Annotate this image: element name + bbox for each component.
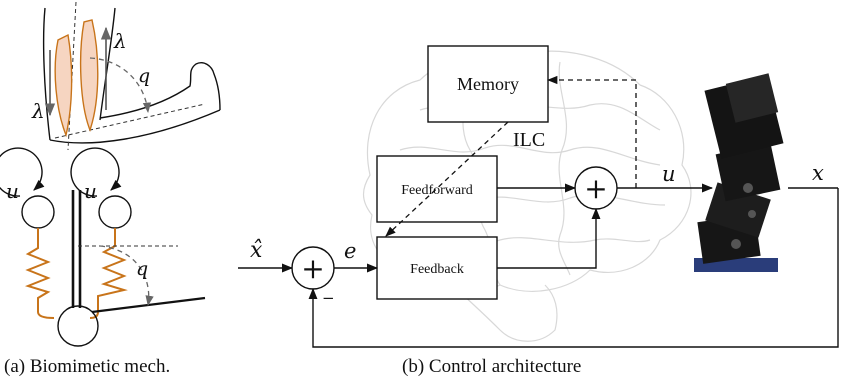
arm-angle-label: q: [138, 65, 150, 87]
control-diagram: Memory Feedforward Feedback + − + x̂ e u…: [238, 45, 839, 348]
upper-arm-axis: [67, 1, 77, 151]
feedback-label: Feedback: [410, 262, 464, 277]
upper-arm-back-outline: [42, 7, 51, 141]
minus-sign: −: [322, 289, 335, 307]
mech-angle-arc: [99, 245, 154, 307]
caption-a: (a) Biomimetic mech.: [4, 356, 170, 377]
error-sum-symbol: +: [301, 252, 324, 285]
biceps-muscle: [79, 19, 99, 133]
hand-outline: [99, 62, 221, 119]
right-spring: [89, 228, 128, 319]
error-label: e: [344, 239, 356, 263]
upper-arm-front-outline: [99, 7, 116, 121]
caption-b: (b) Control architecture: [402, 356, 581, 377]
arm-illustration: λ λ q: [31, 1, 221, 151]
left-spring: [24, 228, 55, 319]
ilc-label: ILC: [513, 129, 545, 151]
forearm-axis: [54, 103, 206, 139]
left-input-label: u: [6, 179, 19, 203]
left-pulley-rotation-arrow: [0, 147, 45, 197]
ilc-arrow: [385, 121, 509, 237]
feedforward-label: Feedforward: [401, 183, 473, 198]
right-pulley: [98, 195, 132, 229]
arm-angle-arc: [89, 57, 152, 114]
robot-joint-screw: [748, 210, 756, 218]
control-sum-symbol: +: [584, 172, 607, 205]
lambda-label-right: λ: [113, 29, 127, 53]
lambda-label-left: λ: [31, 99, 45, 123]
feedback-return-arrow: [308, 188, 839, 348]
control-label: u: [662, 162, 676, 186]
left-pulley: [21, 195, 55, 229]
memory-update-arrow: [546, 75, 637, 188]
feedforward-block: [376, 155, 498, 223]
forearm-lower-outline: [49, 109, 221, 144]
robot-middle-joint: [705, 182, 771, 238]
right-pulley-rotation-arrow: [70, 147, 122, 197]
mech-angle-label: q: [136, 258, 148, 280]
memory-label: Memory: [457, 74, 519, 94]
robot-middle-link: [715, 142, 781, 202]
joint-pulley: [57, 305, 99, 347]
output-label: x: [812, 161, 824, 185]
mechanism-illustration: u u q: [0, 147, 206, 347]
right-input-label: u: [84, 179, 97, 203]
feedback-output-arrow: [497, 207, 601, 269]
triceps-muscle: [54, 33, 73, 138]
robot-joint-screw: [743, 183, 753, 193]
robot-illustration: [694, 73, 784, 272]
robot-joint-screw: [731, 239, 741, 249]
reference-label: x̂: [250, 238, 263, 263]
robot-end-effector: [725, 73, 779, 123]
